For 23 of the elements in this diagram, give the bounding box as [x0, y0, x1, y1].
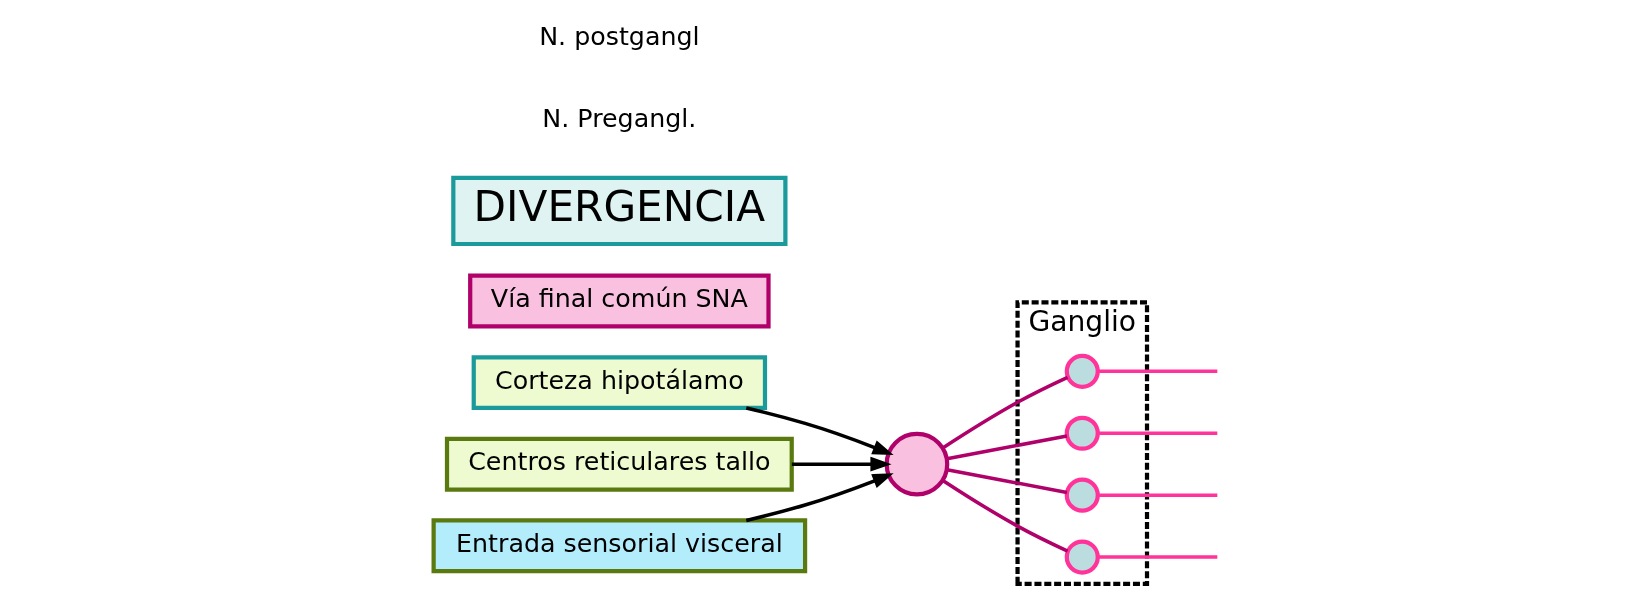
- connector: [946, 434, 1068, 461]
- connector: [1098, 369, 1218, 374]
- node-circle: [1064, 539, 1100, 575]
- node-circle: [1064, 353, 1100, 389]
- node-circle: [884, 431, 950, 497]
- connector: [1098, 431, 1218, 435]
- node-box: DIVERGENCIA: [451, 175, 788, 247]
- label: N. Pregangl.: [542, 103, 697, 134]
- node-box: Centros reticulares tallo: [444, 436, 794, 492]
- node-circle: [1064, 477, 1100, 513]
- connector: [941, 478, 1069, 553]
- arrow: [791, 456, 892, 472]
- cluster: Ganglio: [1015, 300, 1150, 586]
- arrow: [745, 406, 894, 456]
- node-box: Vía final común SNA: [468, 273, 771, 329]
- connector: [1098, 555, 1218, 559]
- connector: [941, 375, 1069, 450]
- node-box: Corteza hipotálamo: [471, 355, 768, 411]
- node-box: Entrada sensorial visceral: [431, 518, 808, 574]
- node-circle: [1064, 415, 1100, 451]
- label: N. postgangl: [539, 21, 700, 52]
- connector: [1098, 493, 1218, 497]
- connector: [946, 467, 1068, 495]
